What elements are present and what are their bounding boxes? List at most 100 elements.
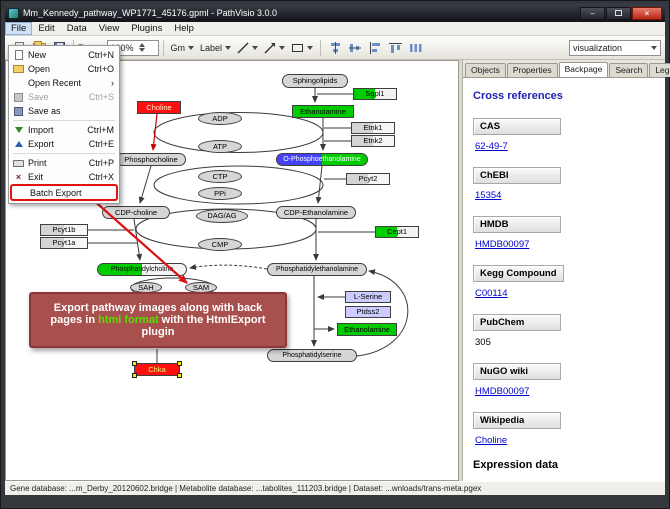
pathway-node-phosphocholine[interactable]: Phosphocholine: [116, 153, 186, 166]
pathway-node-dag-ag[interactable]: DAG/AG: [196, 209, 248, 223]
menu-plugins[interactable]: Plugins: [131, 23, 163, 34]
xref-link[interactable]: HMDB00097: [475, 386, 530, 397]
align-horizontal-icon: [330, 41, 340, 54]
pathway-node-choline[interactable]: Choline: [137, 101, 181, 114]
pathway-canvas[interactable]: Sphingolipids Sgpl1 Choline Ethanolamine…: [5, 60, 459, 481]
file-menu-print[interactable]: Print Ctrl+P: [10, 156, 118, 170]
tab-search[interactable]: Search: [609, 63, 649, 77]
chevron-down-icon: [252, 46, 259, 53]
pathway-node-pcyt1a[interactable]: Pcyt1a: [40, 237, 88, 249]
label-tool-button[interactable]: Label: [197, 38, 234, 57]
file-menu-save-as[interactable]: Save as: [10, 104, 118, 118]
pathway-node-etnk1[interactable]: Etnk1: [351, 122, 395, 134]
chevron-down-icon: [188, 46, 195, 53]
align-left-button[interactable]: [365, 38, 385, 57]
pathway-node-phosphatidylethanolamine[interactable]: Phosphatidylethanolamine: [267, 263, 367, 276]
selection-handle[interactable]: [177, 361, 182, 366]
annotation-text: with the HtmlExport plugin: [141, 314, 266, 338]
pathway-node-ctp[interactable]: CTP: [198, 170, 242, 183]
file-menu-import[interactable]: Import Ctrl+M: [10, 123, 118, 137]
file-menu-batch-export[interactable]: Batch Export: [10, 184, 118, 201]
menu-help[interactable]: Help: [174, 23, 194, 34]
menu-view[interactable]: View: [98, 23, 120, 34]
pathway-node-cept1[interactable]: Cept1: [375, 226, 419, 238]
file-menu-new[interactable]: New Ctrl+N: [10, 48, 118, 62]
xref-header: Wikipedia: [473, 412, 561, 429]
minimize-icon: –: [590, 8, 595, 18]
distribute-button[interactable]: [405, 38, 425, 57]
menu-file[interactable]: File: [5, 22, 33, 35]
xref-value: 305: [475, 337, 491, 348]
align-vertical-button[interactable]: [345, 38, 365, 57]
pathway-node-cdp-ethanolamine[interactable]: CDP-Ethanolamine: [276, 206, 356, 219]
xref-section-pubchem: PubChem 305: [473, 312, 655, 348]
menubar: File Edit Data View Plugins Help: [5, 22, 665, 36]
tab-legend[interactable]: Legend: [649, 63, 670, 77]
pathway-node-adp[interactable]: ADP: [198, 112, 242, 125]
pathway-node-phosphatidylcholine[interactable]: Phosphatidylcholine: [97, 263, 187, 276]
tab-backpage[interactable]: Backpage: [558, 62, 609, 77]
visualization-combobox[interactable]: visualization: [569, 39, 661, 56]
sidebar-splitter[interactable]: [459, 60, 462, 481]
shape-tool-button[interactable]: [288, 38, 316, 57]
menu-data[interactable]: Data: [66, 23, 87, 34]
pathway-node-ptdss2[interactable]: Ptdss2: [345, 306, 391, 318]
selection-handle[interactable]: [132, 361, 137, 366]
xref-link[interactable]: HMDB00097: [475, 239, 530, 250]
pathway-node-ethanolamine-top[interactable]: Ethanolamine: [292, 105, 354, 118]
maximize-icon: [615, 10, 622, 16]
pathway-node-cmp[interactable]: CMP: [198, 238, 242, 251]
selection-handle[interactable]: [177, 373, 182, 378]
chevron-down-icon: [279, 46, 286, 53]
statusbar: Gene database: ...m_Derby_20120602.bridg…: [5, 481, 665, 495]
arrow-tool-button[interactable]: [261, 38, 288, 57]
titlebar: Mm_Kennedy_pathway_WP1771_45176.gpml - P…: [5, 4, 665, 22]
pathway-node-sgpl1[interactable]: Sgpl1: [353, 88, 397, 100]
pathway-node-etnk2[interactable]: Etnk2: [351, 135, 395, 147]
line-tool-button[interactable]: [234, 38, 261, 57]
menu-edit[interactable]: Edit: [38, 23, 55, 34]
xref-link[interactable]: Choline: [475, 435, 508, 446]
minimize-button[interactable]: –: [580, 6, 605, 20]
line-icon: [237, 42, 249, 53]
align-horizontal-button[interactable]: [325, 38, 345, 57]
visualization-value: visualization: [573, 42, 623, 53]
pathway-node-ethanolamine-bottom[interactable]: Ethanolamine: [337, 323, 397, 336]
pathway-node-phosphatidylserine[interactable]: Phosphatidylserine: [267, 349, 357, 362]
align-vertical-icon: [348, 43, 361, 52]
rectangle-shape-icon: [292, 43, 304, 52]
xref-link[interactable]: 15354: [475, 190, 502, 201]
selection-handle[interactable]: [132, 373, 137, 378]
menu-separator: [13, 120, 115, 121]
export-icon: [12, 139, 25, 150]
window-buttons: – ×: [580, 6, 662, 20]
file-menu-exit[interactable]: × Exit Ctrl+X: [10, 170, 118, 184]
pathway-node-pcyt1b[interactable]: Pcyt1b: [40, 224, 88, 236]
xref-section-cas: CAS 62-49-7: [473, 116, 655, 152]
zoom-value: 100%: [110, 42, 134, 53]
align-top-button[interactable]: [385, 38, 405, 57]
tab-properties[interactable]: Properties: [506, 63, 558, 77]
zoom-spinner-icon[interactable]: [138, 40, 145, 55]
file-menu-open-recent[interactable]: Open Recent ›: [10, 76, 118, 90]
pathway-node-ppi[interactable]: PPi: [198, 187, 242, 200]
pathway-node-l-serine[interactable]: L-Serine: [345, 291, 391, 303]
file-menu-save[interactable]: Save Ctrl+S: [10, 90, 118, 104]
pathway-node-chka[interactable]: Chka: [132, 361, 182, 378]
close-button[interactable]: ×: [632, 6, 662, 20]
maximize-button[interactable]: [606, 6, 631, 20]
pathway-node-cdp-choline[interactable]: CDP-choline: [102, 206, 170, 219]
pathway-node-o-phosphoethanolamine[interactable]: O-Phosphoethanolamine: [276, 153, 368, 166]
toolbar-separator: [320, 39, 322, 56]
pathway-node-atp[interactable]: ATP: [198, 140, 242, 153]
submenu-arrow-icon: ›: [111, 78, 114, 88]
xref-link[interactable]: 62-49-7: [475, 141, 508, 152]
datanode-tool-button[interactable]: Gm: [168, 38, 198, 57]
file-menu-open[interactable]: Open Ctrl+O: [10, 62, 118, 76]
pathway-node-sphingolipids[interactable]: Sphingolipids: [282, 74, 348, 88]
file-menu-export[interactable]: Export Ctrl+E: [10, 137, 118, 151]
pathway-node-pcyt2[interactable]: Pcyt2: [346, 173, 390, 185]
xref-section-chebi: ChEBI 15354: [473, 165, 655, 201]
xref-link[interactable]: C00114: [475, 288, 508, 299]
tab-objects[interactable]: Objects: [465, 63, 506, 77]
